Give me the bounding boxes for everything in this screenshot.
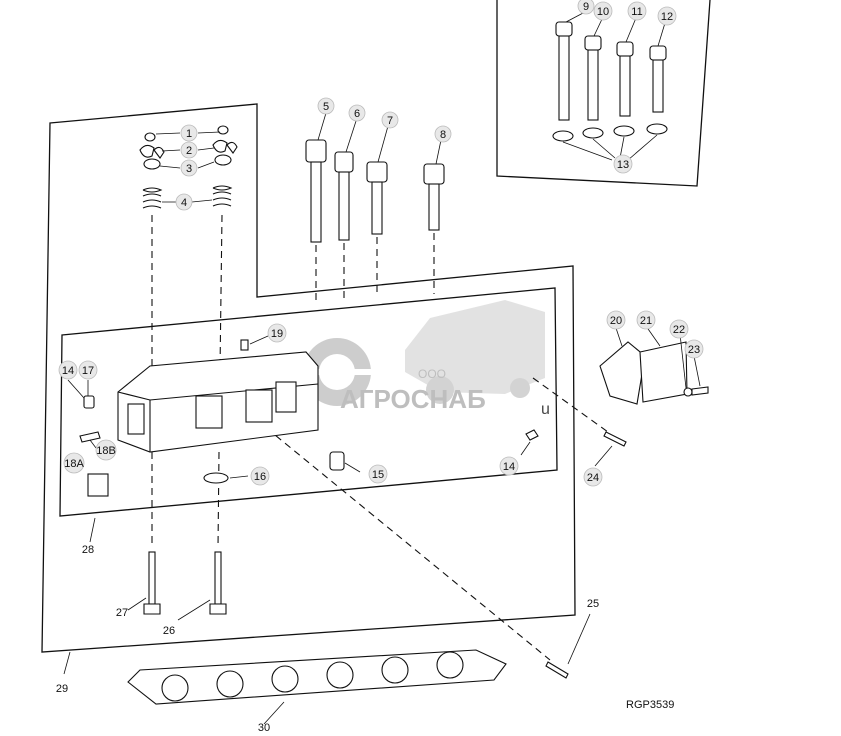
drawing-code: RGP3539 — [626, 699, 674, 711]
callout-13: 13 — [617, 159, 629, 171]
callout-20: 20 — [610, 315, 622, 327]
bolt-set-frame — [496, 0, 711, 187]
callout-29: 29 — [56, 683, 68, 695]
callout-18a: 18A — [64, 458, 84, 470]
callout-30: 30 — [258, 722, 270, 731]
callout-15: 15 — [372, 469, 384, 481]
callout-4: 4 — [181, 197, 187, 209]
callout-2: 2 — [186, 145, 192, 157]
callout-bubbles — [58, 0, 704, 487]
callout-9: 9 — [583, 1, 589, 13]
callout-28: 28 — [82, 544, 94, 556]
valves — [143, 551, 227, 615]
callout-26: 26 — [163, 625, 175, 637]
cover-plates — [545, 341, 709, 679]
callout-23: 23 — [688, 344, 700, 356]
callout-7: 7 — [387, 115, 393, 127]
callout-25: 25 — [587, 598, 599, 610]
alignment-lines — [151, 214, 609, 661]
callout-10: 10 — [597, 6, 609, 18]
leader-lines — [63, 11, 701, 725]
head-gasket — [127, 649, 507, 705]
callout-14-right: 14 — [503, 461, 515, 473]
callout-5: 5 — [323, 101, 329, 113]
callout-16: 16 — [254, 471, 266, 483]
watermark-suffix: u — [541, 401, 550, 418]
callout-11: 11 — [631, 6, 642, 18]
callout-12: 12 — [661, 11, 673, 23]
combine-harvester-icon — [405, 300, 545, 404]
callout-19: 19 — [271, 328, 283, 340]
callout-18b: 18B — [96, 445, 116, 457]
cylinder-head-frame — [59, 287, 558, 517]
cylinder-head — [79, 339, 539, 497]
watermark-brand: АГРОСНАБ — [340, 384, 486, 414]
valve-train-parts — [139, 125, 238, 209]
callout-21: 21 — [640, 315, 652, 327]
callout-labels: 1 2 3 4 5 6 7 8 9 10 11 12 13 14 17 14 1… — [56, 1, 700, 734]
callout-17: 17 — [82, 365, 94, 377]
watermark-small-text: ООО — [418, 367, 446, 381]
callout-6: 6 — [354, 108, 360, 120]
assembly-frame-outer — [41, 103, 576, 653]
callout-3: 3 — [186, 163, 192, 175]
watermark: ООО АГРОСНАБ u — [300, 300, 550, 418]
head-bolts-5-8 — [305, 139, 445, 243]
callout-1: 1 — [186, 128, 192, 140]
callout-24: 24 — [587, 472, 599, 484]
callout-8: 8 — [440, 129, 446, 141]
bolts-9-12 — [552, 21, 668, 142]
callout-14-left: 14 — [62, 365, 74, 377]
callout-22: 22 — [673, 324, 685, 336]
callout-27: 27 — [116, 607, 128, 619]
